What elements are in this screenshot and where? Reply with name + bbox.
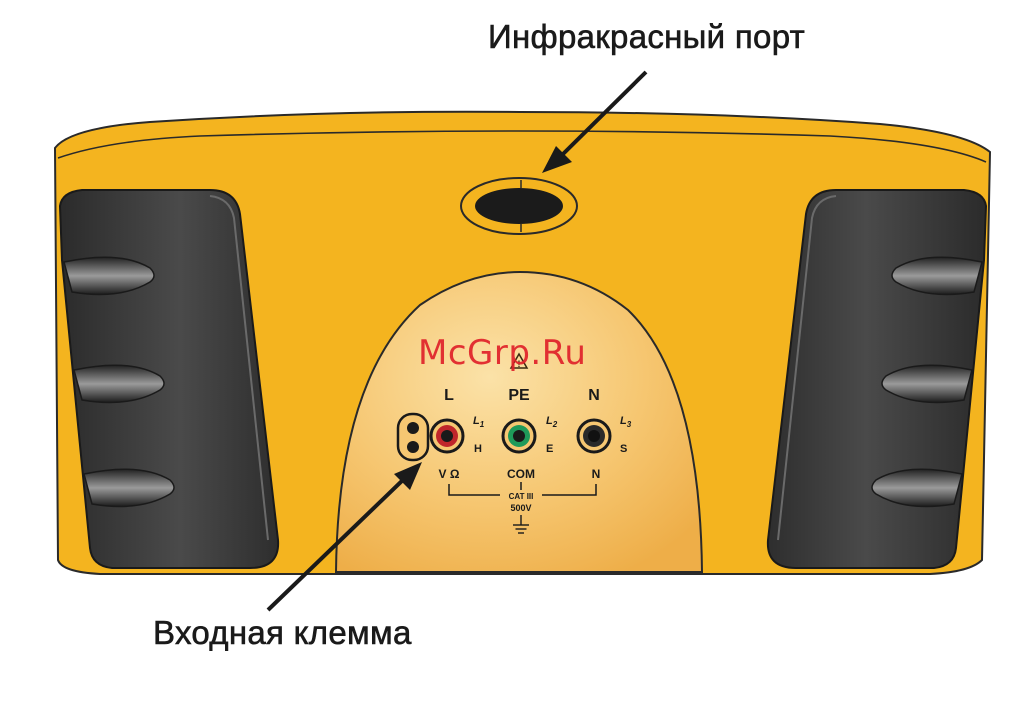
terminal-n-socket[interactable] — [578, 420, 610, 452]
side-label-s: S — [620, 443, 627, 455]
label-com: COM — [507, 467, 535, 481]
infrared-port-callout: Инфракрасный порт — [488, 18, 805, 56]
voltage-rating: 500V — [510, 503, 531, 513]
terminal-label-n: N — [588, 387, 600, 404]
auxiliary-jack — [398, 414, 428, 460]
terminal-label-pe: PE — [508, 387, 530, 404]
infrared-port — [461, 178, 577, 234]
input-terminal-callout: Входная клемма — [153, 614, 412, 652]
terminal-pe-socket[interactable] — [503, 420, 535, 452]
terminal-label-l: L — [444, 387, 454, 404]
label-n-bottom: N — [592, 467, 601, 481]
watermark: McGrp.Ru — [418, 333, 586, 373]
terminal-l-socket[interactable] — [431, 420, 463, 452]
side-label-h: H — [474, 443, 482, 455]
category-rating: CAT III — [509, 492, 534, 501]
side-label-e: E — [546, 443, 553, 455]
label-v-ohm: V Ω — [439, 467, 460, 481]
